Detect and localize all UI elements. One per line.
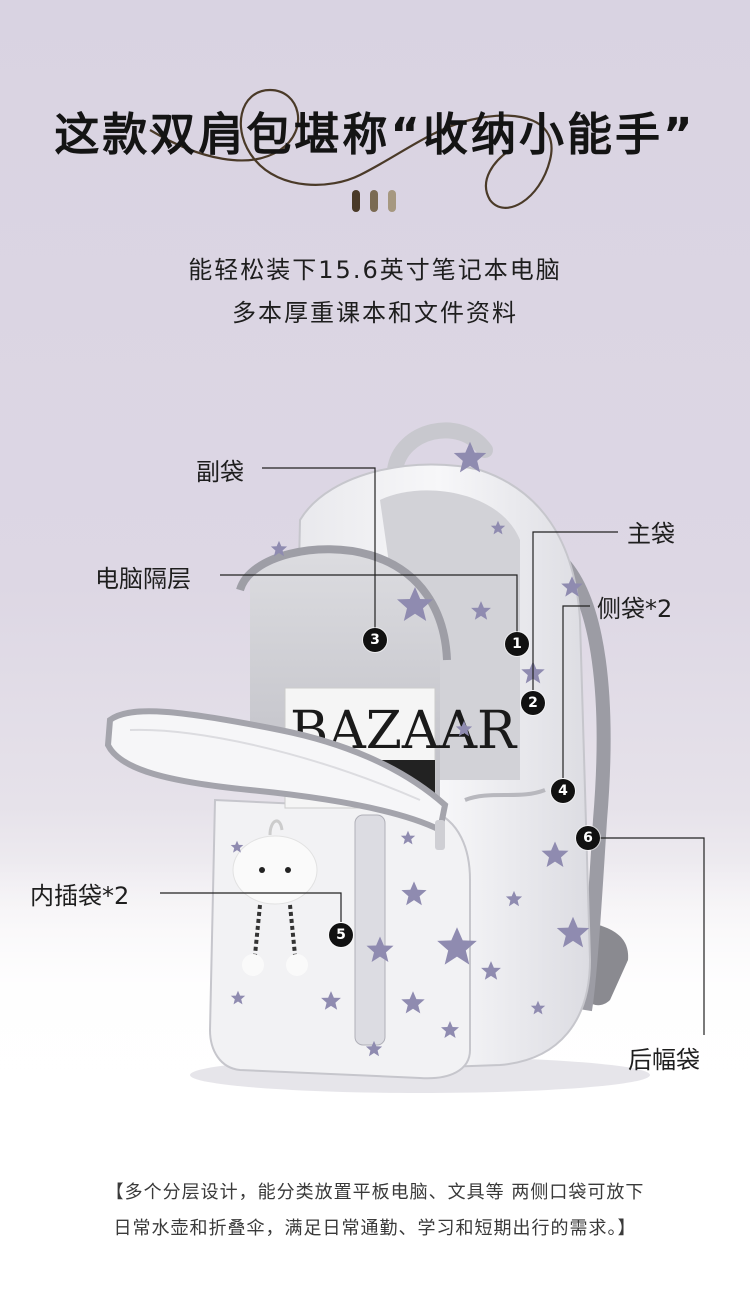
marker-5: 5 xyxy=(329,923,353,947)
label-side-pocket: 副袋 xyxy=(196,458,244,486)
marker-3: 3 xyxy=(363,628,387,652)
label-side-pockets-x2: 侧袋*2 xyxy=(597,595,673,623)
accent-dots xyxy=(352,190,402,214)
marker-4: 4 xyxy=(551,779,575,803)
label-laptop-compartment: 电脑隔层 xyxy=(95,565,191,593)
label-back-pocket: 后幅袋 xyxy=(628,1046,700,1074)
marker-2: 2 xyxy=(521,691,545,715)
label-inner-pockets-x2: 内插袋*2 xyxy=(30,882,130,910)
marker-1: 1 xyxy=(505,632,529,656)
marker-6: 6 xyxy=(576,826,600,850)
page-headline: 这款双肩包堪称“收纳小能手” xyxy=(54,108,696,161)
caption-line-2: 日常水壶和折叠伞，满足日常通勤、学习和短期出行的需求。】 xyxy=(113,1218,637,1239)
caption-line-1: 【多个分层设计，能分类放置平板电脑、文具等 两侧口袋可放下 xyxy=(105,1182,645,1203)
label-main-pocket: 主袋 xyxy=(627,520,675,548)
subtitle-line-2: 多本厚重课本和文件资料 xyxy=(232,299,518,327)
subtitle-line-1: 能轻松装下15.6英寸笔记本电脑 xyxy=(188,256,562,284)
